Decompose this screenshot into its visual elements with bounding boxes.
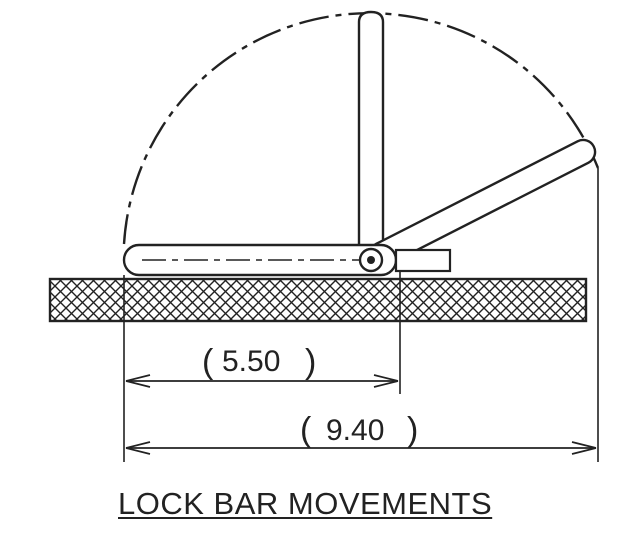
lock-bar-horizontal [122,243,398,277]
dimension-line-inner [125,374,399,388]
dimension-inner-value: 5.50 [222,345,280,378]
dimension-inner-close-paren: ) [305,343,316,381]
dimension-outer-close-paren: ) [407,411,418,449]
dimension-outer-value: 9.40 [326,414,384,447]
latch-tab [394,248,452,273]
dimension-inner-open-paren: ( [202,343,214,381]
dimension-label-inner: ( 5.50 ) [202,343,316,381]
dimension-line-outer [125,441,597,455]
diagram-caption: LOCK BAR MOVEMENTS [118,486,493,521]
swing-arc [122,12,600,245]
lock-bar-vertical [357,10,385,256]
pivot-hinge [358,247,384,273]
dimension-outer-open-paren: ( [300,411,312,449]
dimension-label-outer: ( 9.40 ) [300,411,418,449]
support-plate [48,277,588,323]
